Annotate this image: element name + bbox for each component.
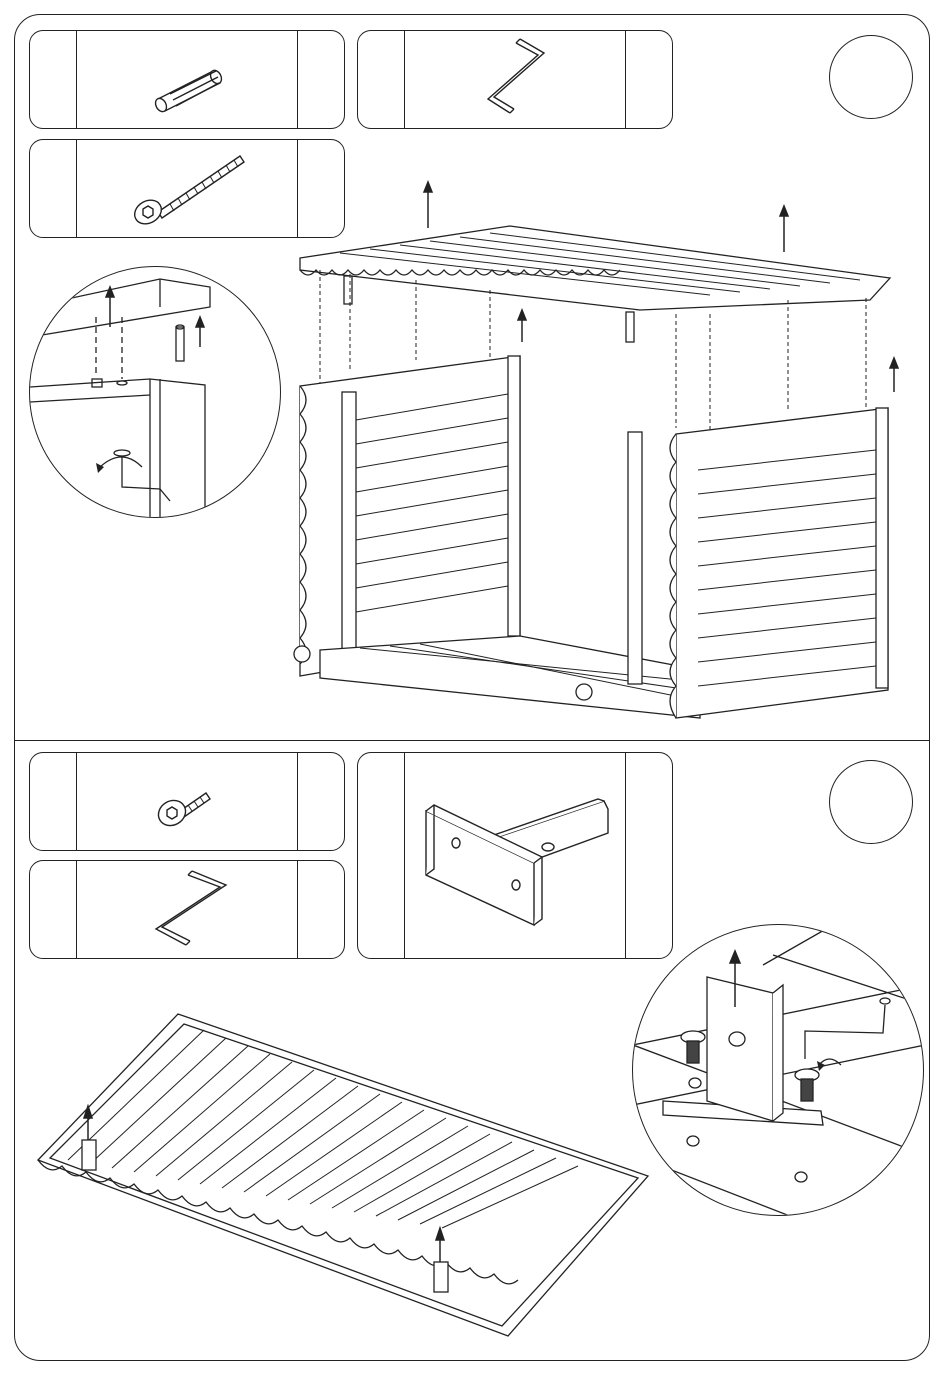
step-number-circle	[829, 35, 913, 119]
arrow-up-icon	[106, 287, 204, 347]
part-box-allen-key	[29, 860, 345, 959]
step-number-circle	[829, 760, 913, 844]
assembly-scene-roof	[280, 170, 920, 730]
dowel-icon	[30, 31, 345, 129]
part-box-allen-key	[357, 30, 673, 129]
step-divider	[14, 740, 930, 741]
allen-key-icon	[358, 31, 673, 129]
part-box-short-bolt	[29, 752, 345, 851]
allen-key-icon	[30, 861, 345, 959]
part-box-dowel	[29, 30, 345, 129]
detail-illustration	[633, 925, 924, 1216]
assembly-scene-floor-frame	[28, 1000, 668, 1350]
bolt-icon	[30, 753, 345, 851]
bracket-icon	[358, 753, 673, 959]
detail-view-dowel-insert	[29, 266, 281, 518]
part-box-metal-bracket	[357, 752, 673, 959]
rotate-arrow-icon	[100, 457, 142, 467]
detail-view-bracket-bolt	[632, 924, 924, 1216]
detail-illustration	[30, 267, 281, 518]
